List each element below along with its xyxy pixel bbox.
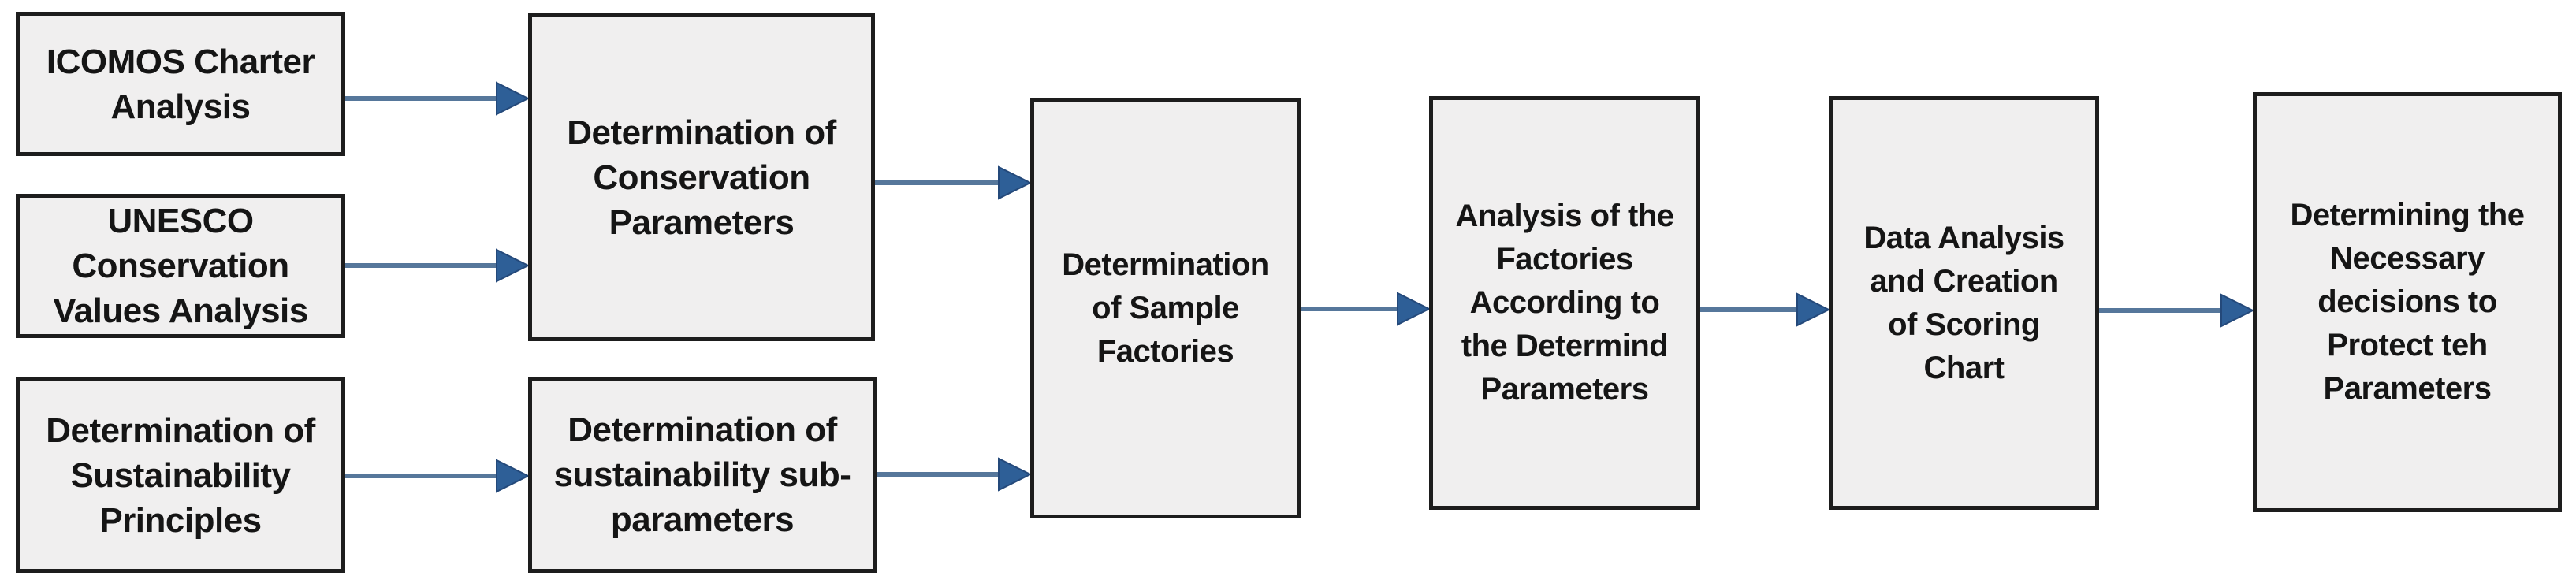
node-determination-of-sample-factories-label: Determination of Sample Factories	[1062, 247, 1269, 369]
node-determination-of-conservation-parameters: Determination of Conservation Parameters	[528, 13, 875, 341]
node-analysis-of-factories-according-to-determind-parameters: Analysis of the Factories According to t…	[1429, 96, 1700, 510]
node-data-analysis-and-creation-of-scoring-chart: Data Analysis and Creation of Scoring Ch…	[1829, 96, 2099, 510]
node-data-analysis-and-creation-of-scoring-chart-label: Data Analysis and Creation of Scoring Ch…	[1863, 220, 2064, 385]
node-icomos-charter-analysis: ICOMOS Charter Analysis	[16, 12, 345, 156]
arrow-analysis-to-scoring	[1700, 292, 1831, 327]
node-unesco-conservation-values-analysis: UNESCO Conservation Values Analysis	[16, 194, 345, 338]
decisions-label-bold: decisions	[2317, 284, 2460, 319]
node-determination-of-sustainability-sub-parameters: Determination of sustainability sub- par…	[528, 377, 877, 573]
arrow-principles-to-subparams	[345, 459, 530, 493]
arrow-conservation-to-factories	[875, 165, 1033, 200]
decisions-label-post: to Protect teh Parameters	[2323, 284, 2498, 406]
node-unesco-conservation-values-analysis-label: UNESCO Conservation Values Analysis	[53, 202, 308, 330]
arrow-subparams-to-factories	[877, 457, 1033, 492]
arrow-icomos-to-conservation	[345, 81, 530, 116]
decisions-label-pre: Determining the Necessary	[2290, 198, 2525, 276]
arrow-scoring-to-decisions	[2099, 293, 2255, 328]
node-determination-of-sustainability-principles-label: Determination of Sustainability Principl…	[46, 411, 315, 540]
node-determining-necessary-decisions-to-protect-parameters: Determining the Necessary decisions to P…	[2253, 92, 2562, 512]
arrow-factories-to-analysis	[1301, 292, 1431, 326]
node-analysis-of-factories-according-to-determind-parameters-label: Analysis of the Factories According to t…	[1455, 199, 1674, 407]
node-determination-of-sustainability-principles: Determination of Sustainability Principl…	[16, 377, 345, 573]
node-determination-of-sample-factories: Determination of Sample Factories	[1030, 98, 1301, 518]
node-determining-necessary-decisions-to-protect-parameters-label: Determining the Necessary decisions to P…	[2291, 194, 2525, 411]
node-determination-of-conservation-parameters-label: Determination of Conservation Parameters	[567, 113, 836, 242]
arrow-unesco-to-conservation	[345, 248, 530, 283]
node-determination-of-sustainability-sub-parameters-label: Determination of sustainability sub- par…	[553, 411, 851, 539]
node-icomos-charter-analysis-label: ICOMOS Charter Analysis	[46, 42, 315, 126]
